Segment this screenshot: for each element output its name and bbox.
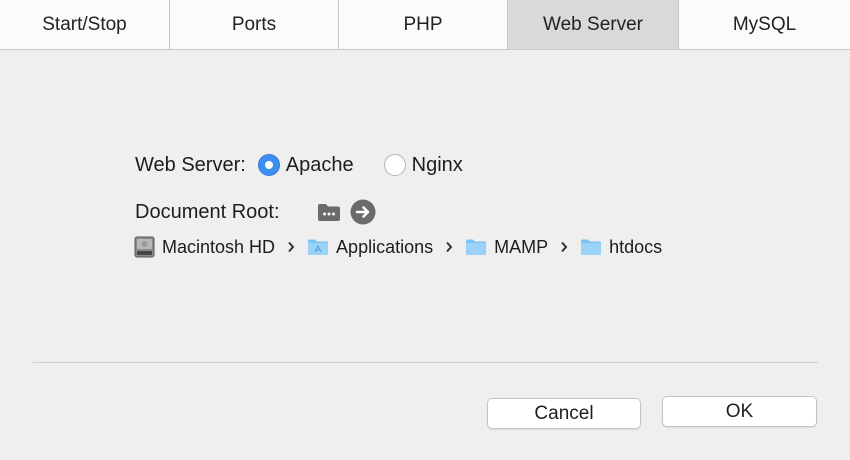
path-segment-label: htdocs (609, 236, 663, 257)
document-root-label: Document Root: (135, 200, 280, 223)
chevron-right-icon (445, 241, 453, 253)
chevron-right-icon (287, 241, 295, 253)
reveal-arrow-icon[interactable] (350, 199, 376, 225)
tab-web-server[interactable]: Web Server (508, 0, 679, 49)
path-segment-htdocs[interactable]: htdocs (580, 237, 662, 258)
document-root-row: Document Root: (135, 199, 376, 225)
path-segment-mamp[interactable]: MAMP (465, 237, 548, 258)
document-root-path: Macintosh HD Applications MAMP htdocs (134, 235, 662, 259)
radio-apache-label[interactable]: Apache (285, 153, 354, 176)
tab-mysql[interactable]: MySQL (732, 13, 797, 35)
radio-nginx[interactable]: Nginx (383, 153, 463, 177)
applications-folder-icon (308, 239, 329, 255)
radio-nginx-indicator[interactable] (383, 154, 406, 176)
web-server-label: Web Server: (135, 153, 246, 176)
cancel-button[interactable]: Cancel (487, 398, 641, 429)
chevron-right-icon (560, 241, 568, 253)
path-segment-label: MAMP (494, 236, 549, 257)
web-server-row: Web Server: Apache Nginx (135, 152, 463, 178)
hard-drive-icon (134, 236, 155, 258)
path-segment-label: Macintosh HD (162, 236, 276, 257)
path-segment-applications[interactable]: Applications (307, 237, 433, 258)
tab-ports[interactable]: Ports (170, 0, 339, 49)
tab-php[interactable]: PHP (339, 0, 508, 49)
ok-button[interactable]: OK (662, 396, 817, 427)
path-segment-label: Applications (336, 236, 434, 257)
radio-apache[interactable]: Apache (257, 153, 354, 177)
choose-folder-icon[interactable] (316, 199, 342, 225)
tab-start-stop[interactable]: Start/Stop (0, 0, 170, 49)
divider (33, 362, 818, 363)
tab-bar: Start/Stop Ports PHP Web Server MySQL (0, 0, 850, 50)
path-segment-macintosh-hd[interactable]: Macintosh HD (134, 236, 275, 258)
folder-icon (466, 239, 487, 255)
radio-nginx-label[interactable]: Nginx (411, 153, 463, 176)
folder-icon (581, 239, 602, 255)
radio-apache-indicator[interactable] (257, 154, 280, 176)
